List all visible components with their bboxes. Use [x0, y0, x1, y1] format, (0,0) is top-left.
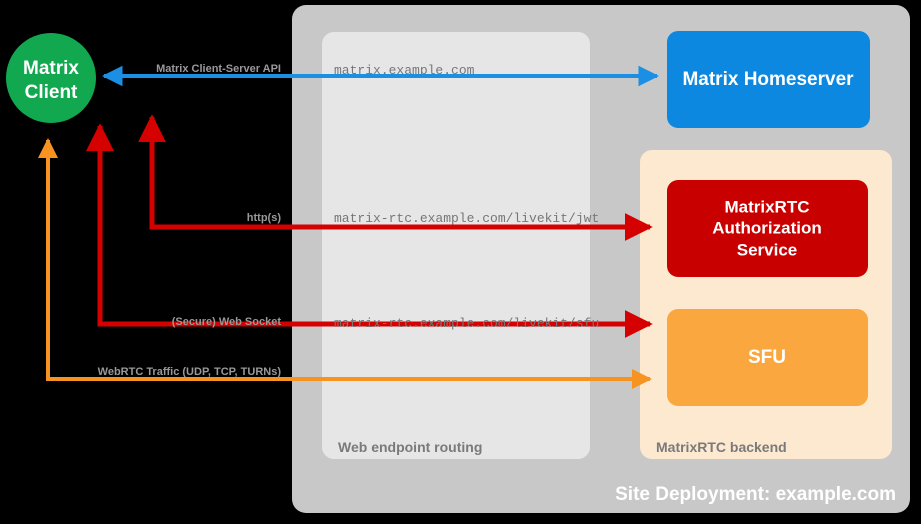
node-matrixrtc-authorization-service[interactable]: MatrixRTC Authorization Service: [667, 180, 868, 277]
matrix-homeserver-label: Matrix Homeserver: [682, 69, 854, 90]
site-deployment-caption: Site Deployment: example.com: [615, 484, 896, 505]
endpoint-label-livekit-sfu: matrix-rtc.example.com/livekit/sfu: [334, 316, 599, 331]
sfu-box: [667, 309, 868, 406]
matrix-client-label-line-2: Client: [25, 82, 78, 103]
flow-https: [138, 114, 653, 241]
edge-label-matrix-client-server-api: Matrix Client-Server API: [156, 63, 281, 75]
node-sfu[interactable]: SFU: [667, 309, 868, 406]
matrix-client-label-line-1: Matrix: [23, 58, 79, 79]
authorization-service-label-line-3: Service: [737, 240, 798, 259]
edge-label-https: http(s): [247, 212, 282, 224]
sfu-label: SFU: [748, 347, 786, 368]
endpoint-label-matrix-example-com: matrix.example.com: [334, 63, 475, 78]
flow-webrtc-traffic: [38, 138, 652, 389]
matrix-client-circle: [6, 33, 96, 123]
node-matrix-homeserver[interactable]: Matrix Homeserver: [667, 31, 870, 128]
group-caption-matrixrtc-backend: MatrixRTC backend: [656, 439, 787, 455]
endpoint-label-livekit-jwt: matrix-rtc.example.com/livekit/jwt: [334, 211, 599, 226]
edge-label-secure-web-socket: (Secure) Web Socket: [172, 316, 282, 328]
group-web-endpoint-routing: [322, 32, 590, 459]
authorization-service-label-line-1: MatrixRTC: [724, 197, 809, 216]
group-caption-web-endpoint-routing: Web endpoint routing: [338, 439, 482, 455]
flow-secure-web-socket: [86, 123, 653, 338]
authorization-service-box: [667, 180, 868, 277]
edge-label-webrtc-traffic: WebRTC Traffic (UDP, TCP, TURNs): [98, 366, 282, 378]
authorization-service-label-line-2: Authorization: [712, 218, 822, 237]
matrix-homeserver-box: [667, 31, 870, 128]
node-matrix-client[interactable]: Matrix Client: [6, 33, 96, 123]
